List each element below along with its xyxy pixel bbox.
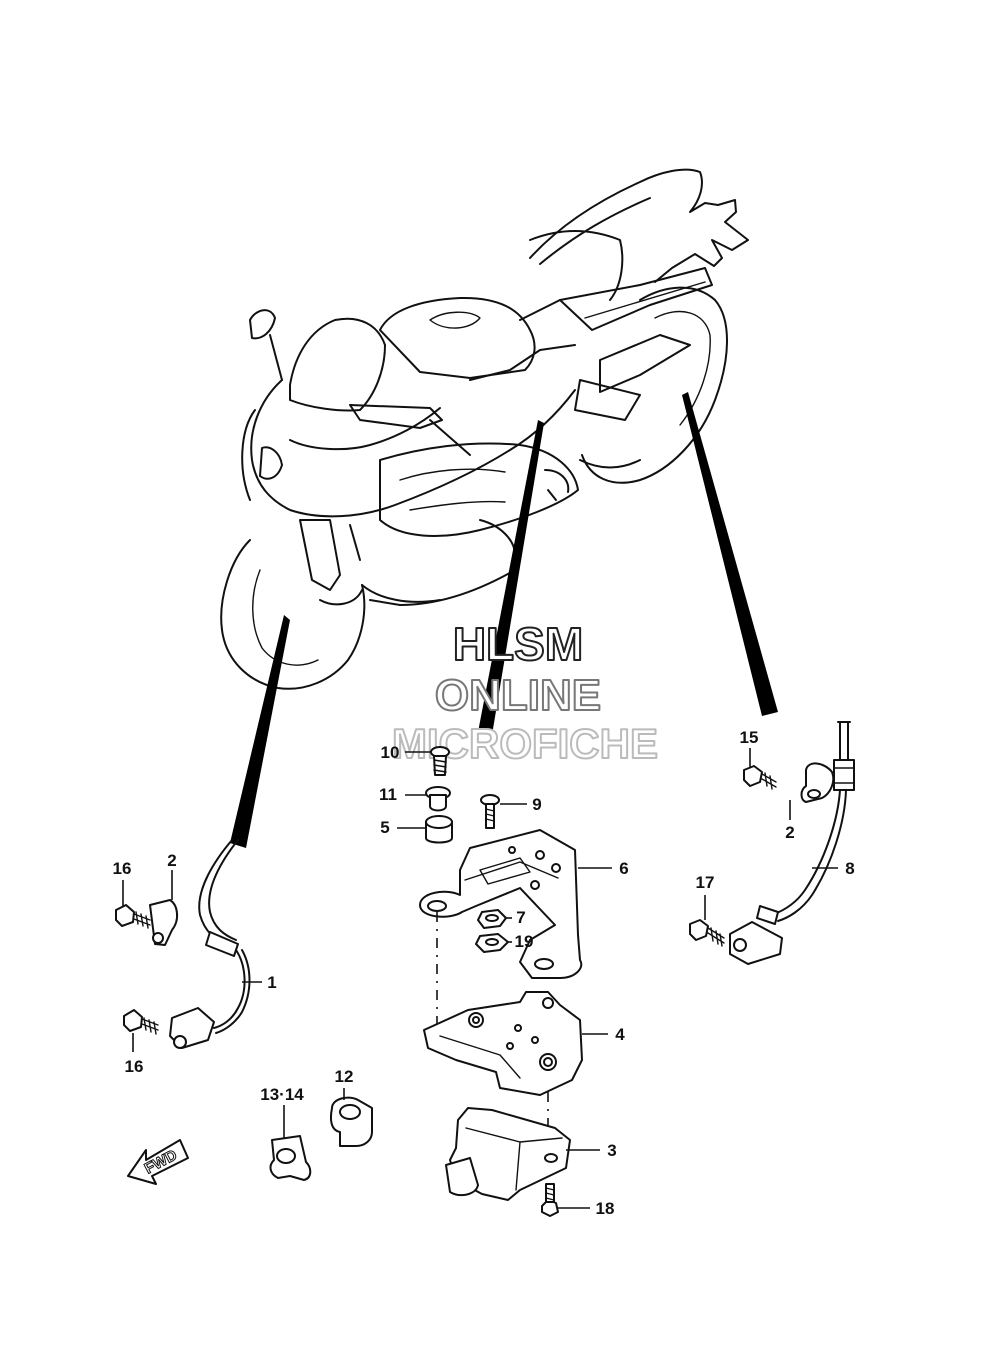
callout-3: 3 (607, 1141, 616, 1160)
callout-18: 18 (596, 1199, 615, 1218)
callout-1: 1 (267, 973, 276, 992)
leader-rear-wheel (682, 392, 778, 716)
front-sensor-group (115, 839, 262, 1052)
leader-center (478, 420, 544, 735)
callout-11: 11 (379, 785, 397, 804)
callout-17: 17 (696, 873, 715, 892)
callout-16-top: 16 (113, 859, 132, 878)
callout-9: 9 (532, 795, 541, 814)
center-assembly (397, 746, 612, 1217)
watermark-line-2: ONLINE (435, 671, 601, 720)
callout-15: 15 (740, 728, 759, 747)
callout-16-bottom: 16 (125, 1057, 144, 1076)
forward-arrow-icon: FWD (127, 1139, 189, 1185)
callout-10: 10 (381, 743, 400, 762)
callout-7: 7 (516, 908, 525, 927)
callout-5: 5 (380, 818, 389, 837)
callout-6: 6 (619, 859, 628, 878)
callout-8: 8 (845, 859, 854, 878)
leader-front-wheel (230, 615, 290, 848)
callout-2-rear: 2 (785, 823, 794, 842)
motorcycle-outline-icon (220, 168, 749, 690)
watermark: HLSM ONLINE MICROFICHE (391, 617, 659, 768)
rear-sensor-group (689, 721, 855, 965)
clip-group (269, 1088, 373, 1181)
callout-4: 4 (615, 1025, 625, 1044)
watermark-line-3: MICROFICHE (392, 720, 658, 767)
callout-19: 19 (515, 932, 534, 951)
callout-12: 12 (335, 1067, 354, 1086)
callout-13-14: 13·14 (260, 1085, 304, 1104)
watermark-line-1: HLSM (453, 618, 583, 670)
callout-2-front: 2 (167, 851, 176, 870)
